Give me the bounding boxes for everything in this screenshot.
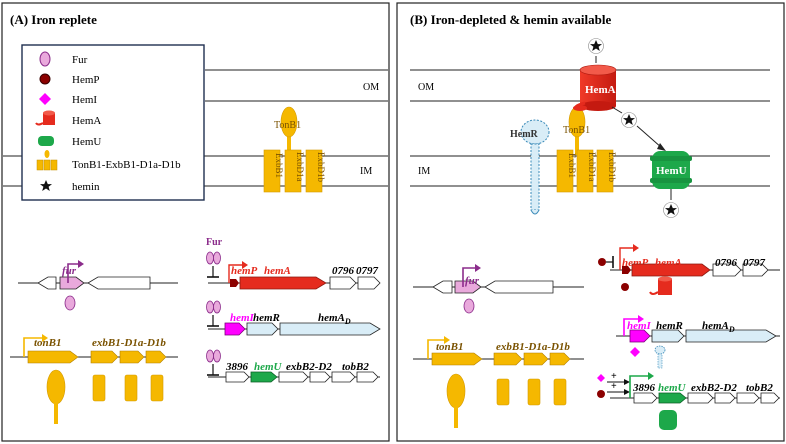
exbd1b-label: ExbD1b xyxy=(316,152,326,182)
tonb1-protein-a xyxy=(46,369,66,405)
tonb1-body xyxy=(280,106,298,138)
exbd1b-protein-a xyxy=(150,374,164,402)
hemp-operon-b: hemP hemA 0796 0797 xyxy=(598,244,780,295)
gene-hemi-a: hemI xyxy=(230,312,255,324)
gene-hemad-a: hemAD xyxy=(318,312,351,326)
gene-hema-a: hemA xyxy=(264,265,291,277)
exbd1b-box xyxy=(305,149,323,193)
gene-0796-a: 0796 xyxy=(332,265,355,277)
complex-icon xyxy=(36,150,58,171)
hemi-icon xyxy=(39,93,51,105)
hemr-receptor: HemR xyxy=(510,119,550,215)
exbb1-protein-a xyxy=(92,374,106,402)
hemu-protein-b xyxy=(659,410,677,430)
gene-0797-a: 0797 xyxy=(356,265,379,277)
legend-fur: Fur xyxy=(72,54,88,66)
legend-hemp: HemP xyxy=(72,74,100,86)
fur-repressor-label: Fur xyxy=(206,237,223,248)
legend-hemu: HemU xyxy=(72,136,101,148)
legend-complex: TonB1-ExbB1-D1a-D1b xyxy=(72,159,181,171)
hema-icon xyxy=(35,110,55,126)
hemu-operon-b: + + 3896 hemU exbB2-D2 tobB2 xyxy=(597,371,780,430)
panel-a: (A) Iron replete OM IM Fur HemP HemI Hem… xyxy=(1,2,390,442)
tonb-complex-b: TonB1 ExbB1 ExbD1a ExbD1b xyxy=(556,105,617,193)
gene-tonb1-a: tonB1 xyxy=(34,337,62,349)
tonb1-label: TonB1 xyxy=(274,120,301,131)
gene-3896-b: 3896 xyxy=(632,382,656,394)
legend-hemin: hemin xyxy=(72,181,100,193)
fur-operon-b: fur xyxy=(413,264,584,314)
tonb1-operon-b: tonB1 exbB1-D1a-D1b xyxy=(413,336,584,428)
hema-protein-b xyxy=(649,276,672,295)
hemu-label-b: HemU xyxy=(656,165,687,177)
gene-exbb2-b: exbB2-D2 xyxy=(691,382,737,394)
gene-exbb1-a: exbB1-D1a-D1b xyxy=(92,337,166,349)
plus-sign-2: + xyxy=(611,381,617,392)
gene-hemr-b: hemR xyxy=(656,320,683,332)
om-label: OM xyxy=(363,82,379,93)
im-label-b: IM xyxy=(418,166,430,177)
exbb1-box xyxy=(263,149,281,193)
gene-fur-b: fur xyxy=(465,275,480,287)
legend-hemi: HemI xyxy=(72,94,97,106)
gene-tobb2-a: tobB2 xyxy=(342,361,369,373)
gene-hemi-b: hemI xyxy=(627,320,652,332)
gene-3896-a: 3896 xyxy=(225,361,249,373)
legend-hema: HemA xyxy=(72,115,101,127)
hema-label-b: HemA xyxy=(585,84,616,96)
gene-hemad-b: hemAD xyxy=(702,320,735,334)
panel-b-title: (B) Iron-depleted & hemin available xyxy=(410,12,611,27)
im-label: IM xyxy=(360,166,372,177)
gene-tonb1-b: tonB1 xyxy=(436,341,464,353)
fur-protein-a xyxy=(64,295,76,311)
hemp-operon-a: Fur hemP hemA 0796 0797 xyxy=(206,237,381,290)
exbd1b-label-b: ExbD1b xyxy=(607,152,617,182)
gene-exbb2-a: exbB2-D2 xyxy=(286,361,332,373)
gene-exbb1-b: exbB1-D1a-D1b xyxy=(496,341,570,353)
hemu-icon xyxy=(38,136,54,146)
gene-hema-b: hemA xyxy=(655,257,682,269)
exbb1-label-b: ExbB1 xyxy=(567,153,577,178)
gene-hemu-b: hemU xyxy=(658,382,687,394)
panel-a-title: (A) Iron replete xyxy=(10,12,97,27)
hema-barrel: HemA xyxy=(579,64,617,111)
gene-tobb2-b: tobB2 xyxy=(746,382,773,394)
gene-0796-b: 0796 xyxy=(715,257,738,269)
panel-b: (B) Iron-depleted & hemin available OM I… xyxy=(396,2,785,442)
hemi-operon-a: hemI hemR hemAD xyxy=(206,300,381,336)
gene-hemr-a: hemR xyxy=(253,312,280,324)
gene-hemu-a: hemU xyxy=(254,361,283,373)
fur-operon-a: fur xyxy=(18,260,178,311)
legend: Fur HemP HemI HemA HemU TonB1-ExbB1-D1a-… xyxy=(21,44,205,201)
exbd1a-box xyxy=(284,149,302,193)
exbd1a-label-b: ExbD1a xyxy=(587,152,597,182)
hemp-icon xyxy=(39,73,51,85)
gene-0797-b: 0797 xyxy=(743,257,766,269)
tonb1-operon-a: tonB1 exbB1-D1a-D1b xyxy=(10,334,178,424)
exbd1a-protein-a xyxy=(124,374,138,402)
hemi-operon-b: hemI hemR hemAD xyxy=(616,315,780,369)
tonb1-label-b: TonB1 xyxy=(563,125,590,136)
hemu-operon-a: 3896 hemU exbB2-D2 tobB2 xyxy=(206,349,380,383)
exbd1a-label: ExbD1a xyxy=(295,152,305,182)
om-label-b: OM xyxy=(418,82,434,93)
plus-sign-1: + xyxy=(611,371,617,382)
exbb1-label: ExbB1 xyxy=(274,153,284,178)
gene-fur-a: fur xyxy=(62,265,77,277)
hemr-label-b: HemR xyxy=(510,129,539,140)
fur-icon xyxy=(39,51,51,67)
tonb-complex-a: TonB1 ExbB1 ExbD1a ExbD1b xyxy=(263,106,326,193)
gene-hemp-a: hemP xyxy=(231,265,258,277)
hemu-transporter: HemU xyxy=(650,151,692,189)
